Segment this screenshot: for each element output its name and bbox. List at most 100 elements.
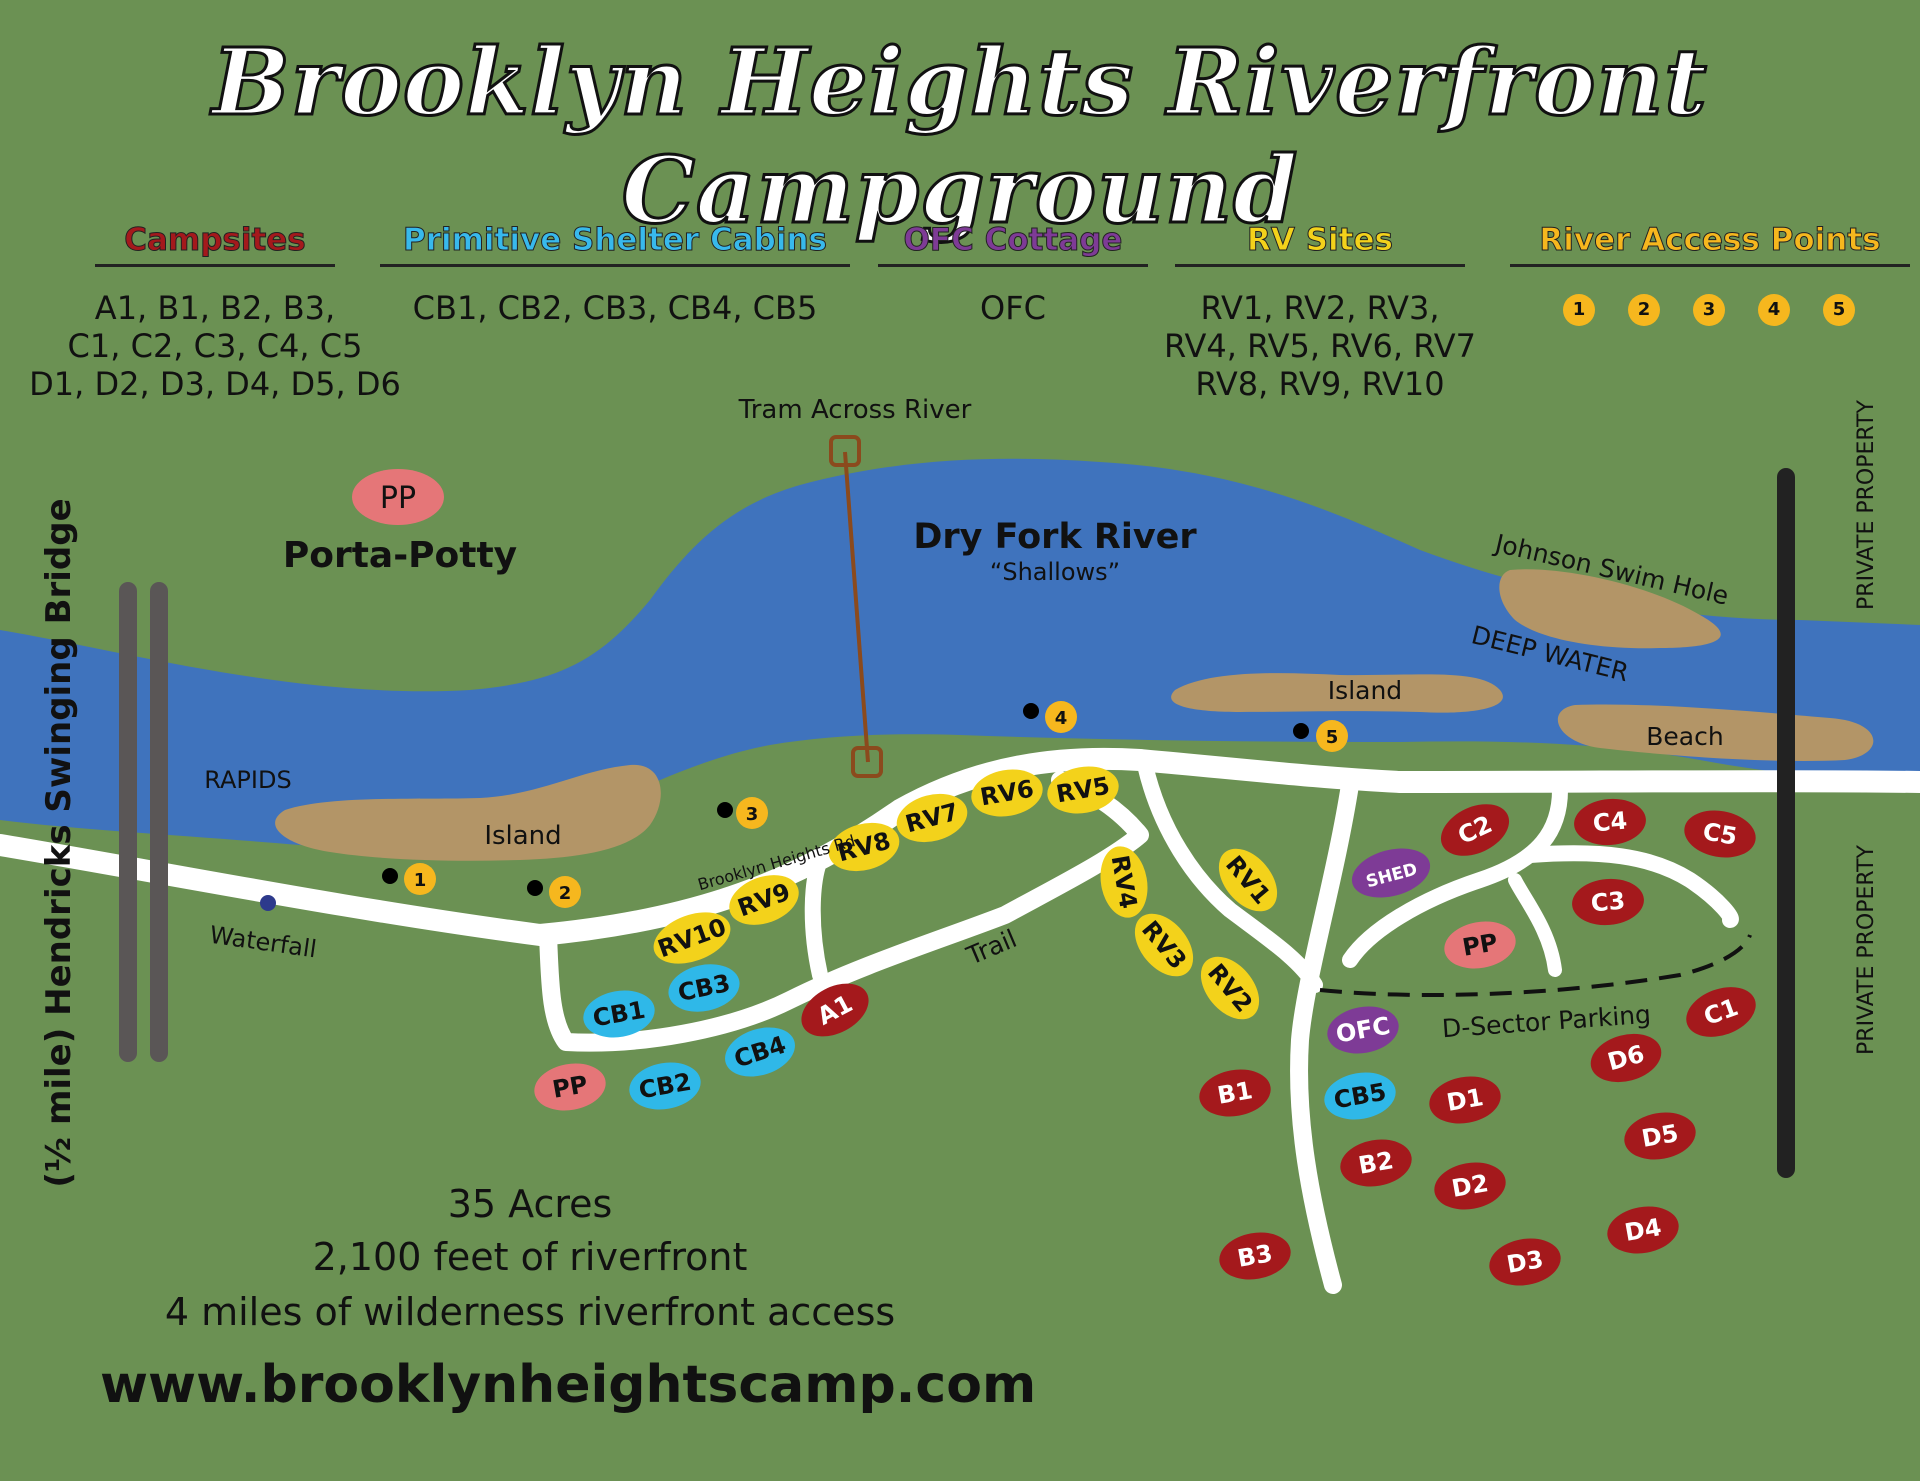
- access-point-2[interactable]: 2: [549, 876, 581, 908]
- legend-line: A1, B1, B2, B3,: [94, 289, 336, 327]
- site-rv7[interactable]: RV7: [891, 786, 972, 849]
- site-c3[interactable]: C3: [1570, 876, 1646, 928]
- legend-heading-5: River Access Points: [1539, 222, 1881, 259]
- beach-label: Beach: [1646, 722, 1723, 751]
- access-point-5[interactable]: 5: [1316, 720, 1348, 752]
- legend-line: RV1, RV2, RV3,: [1200, 289, 1440, 327]
- site-marker-shape: [1219, 1232, 1291, 1280]
- legend-access-point: 3: [1693, 294, 1725, 326]
- site-marker-label: B3: [1235, 1239, 1274, 1273]
- trail-east-c2: [1508, 873, 1562, 977]
- site-marker-shape: [629, 1062, 701, 1110]
- legend-heading-1: Campsites: [124, 222, 307, 259]
- site-marker-label: B1: [1215, 1076, 1254, 1110]
- brooklyn-heights-road: [0, 747, 1920, 946]
- legend-underline-3: [878, 264, 1148, 267]
- access-point-1[interactable]: 1: [404, 863, 436, 895]
- site-marker-shape: [729, 875, 799, 925]
- site-c1[interactable]: C1: [1679, 978, 1762, 1046]
- site-d6[interactable]: D6: [1585, 1026, 1666, 1089]
- access-point-number: 5: [1326, 727, 1339, 748]
- site-cb4[interactable]: CB4: [719, 1019, 802, 1085]
- site-b1[interactable]: B1: [1196, 1064, 1275, 1122]
- site-marker-shape: [1624, 1112, 1696, 1160]
- access-point-number: 4: [1055, 708, 1068, 729]
- site-marker-shape: [725, 1027, 795, 1077]
- trail-east-loop: [1342, 782, 1568, 968]
- site-marker-shape: [1100, 846, 1148, 918]
- access-point-3[interactable]: 3: [736, 797, 768, 829]
- roads: [0, 747, 1920, 1294]
- river-name: Dry Fork River: [913, 517, 1197, 557]
- access-point-circle: [736, 797, 768, 829]
- legend-access-point: 4: [1758, 294, 1790, 326]
- site-c2[interactable]: C2: [1433, 794, 1518, 866]
- access-point-markers: 1 2 3 4 5: [404, 701, 1348, 908]
- access-point-circle: [404, 863, 436, 895]
- site-marker-shape: [1572, 878, 1644, 926]
- access-dot-1: [382, 868, 398, 884]
- site-d2[interactable]: D2: [1431, 1157, 1510, 1215]
- private-property-bottom: PRIVATE PROPERTY: [1854, 844, 1879, 1055]
- site-marker-shape: [1134, 913, 1194, 977]
- site-b3[interactable]: B3: [1216, 1227, 1295, 1285]
- site-b2[interactable]: B2: [1337, 1134, 1416, 1192]
- site-a1[interactable]: A1: [792, 973, 877, 1047]
- site-marker-shape: [971, 769, 1043, 817]
- waterfall-marker: [260, 895, 276, 911]
- site-d1[interactable]: D1: [1426, 1071, 1505, 1129]
- fact-wilderness: 4 miles of wilderness riverfront access: [164, 1290, 896, 1334]
- website-link[interactable]: www.brooklynheightscamp.com: [100, 1355, 1037, 1415]
- site-marker-shape: [653, 912, 731, 964]
- site-c5[interactable]: C5: [1681, 805, 1760, 863]
- site-c4[interactable]: C4: [1572, 796, 1648, 848]
- site-marker-label: C4: [1592, 807, 1629, 838]
- site-rv4[interactable]: RV4: [1095, 843, 1153, 922]
- site-marker-shape: [1574, 798, 1646, 846]
- access-dot-3: [717, 802, 733, 818]
- site-cb3[interactable]: CB3: [664, 958, 744, 1018]
- island-east-label: Island: [1328, 676, 1402, 705]
- site-d5[interactable]: D5: [1621, 1107, 1700, 1165]
- site-marker-shape: [1047, 766, 1119, 814]
- tram-tower-north: [829, 435, 861, 467]
- site-rv9[interactable]: RV9: [722, 866, 805, 934]
- site-pp[interactable]: PP: [531, 1058, 610, 1116]
- site-d4[interactable]: D4: [1604, 1201, 1683, 1259]
- site-marker-label: D3: [1505, 1245, 1546, 1279]
- island-west-label: Island: [484, 821, 561, 851]
- site-marker-label: B2: [1356, 1146, 1395, 1180]
- site-d3[interactable]: D3: [1486, 1233, 1565, 1291]
- site-pp[interactable]: PP: [1441, 916, 1520, 974]
- site-rv6[interactable]: RV6: [968, 764, 1047, 822]
- fact-acres: 35 Acres: [447, 1182, 613, 1226]
- trail-branch-rv: [1137, 757, 1323, 993]
- legend-heading-4: RV Sites: [1247, 222, 1394, 259]
- site-cb2[interactable]: CB2: [626, 1057, 705, 1115]
- site-marker-shape: [534, 1063, 606, 1111]
- site-marker-shape: [1351, 848, 1431, 898]
- trail-east-spine: [1290, 776, 1359, 1294]
- site-marker-shape: [801, 983, 869, 1037]
- legend-underline-1: [95, 264, 335, 267]
- site-shed[interactable]: SHED: [1346, 840, 1435, 905]
- site-rv5[interactable]: RV5: [1044, 761, 1123, 819]
- site-marker-shape: [1607, 1206, 1679, 1254]
- bridge-label: (½ mile) Hendricks Swinging Bridge: [39, 498, 79, 1187]
- porta-potty-label: Porta-Potty: [283, 535, 517, 576]
- site-cb1[interactable]: CB1: [580, 985, 659, 1043]
- site-marker-shape: [1590, 1033, 1662, 1083]
- page-title: Brooklyn Heights Riverfront Campground: [211, 27, 1709, 246]
- site-ofc[interactable]: OFC: [1324, 1001, 1403, 1059]
- site-cb5[interactable]: CB5: [1321, 1067, 1400, 1125]
- legend-line: OFC: [980, 289, 1046, 327]
- site-marker-shape: [668, 964, 740, 1012]
- private-property-top: PRIVATE PROPERTY: [1854, 399, 1879, 610]
- site-rv8[interactable]: RV8: [823, 815, 904, 878]
- pp-key-label: PP: [380, 481, 416, 516]
- legend-access-point: 1: [1563, 294, 1595, 326]
- d-sector-parking-line: [1319, 934, 1752, 997]
- access-point-4[interactable]: 4: [1045, 701, 1077, 733]
- site-marker-shape: [1684, 810, 1756, 858]
- pp-key-marker: [352, 469, 444, 525]
